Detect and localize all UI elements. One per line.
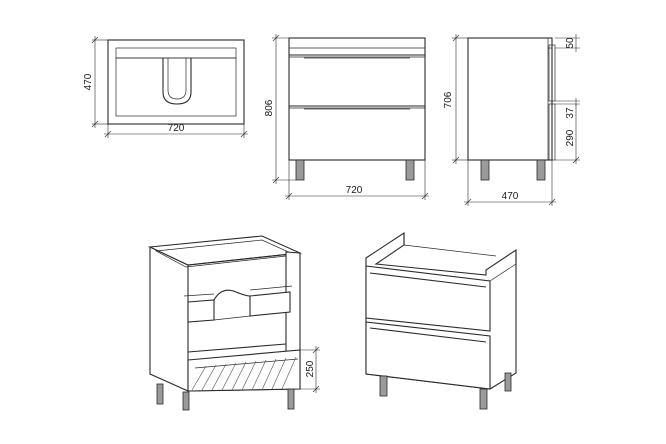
side-left-leg bbox=[480, 159, 490, 181]
iso-closed-top-drawer bbox=[365, 265, 491, 332]
top-view-siphon-cutout-inner bbox=[167, 58, 187, 100]
side-view: 706 470 50 37 290 bbox=[443, 34, 580, 206]
iso-open-upper-drawer-right bbox=[249, 291, 291, 317]
top-view-siphon-cutout bbox=[162, 58, 192, 105]
top-view-inner-opening bbox=[115, 57, 237, 117]
iso-closed-cabinet bbox=[365, 231, 517, 410]
top-view-back-rail bbox=[115, 47, 237, 59]
front-view: 806 720 bbox=[264, 34, 429, 200]
side-view-outline bbox=[467, 37, 553, 161]
side-top-gap-label: 50 bbox=[565, 37, 576, 49]
front-width-label: 720 bbox=[346, 185, 363, 196]
iso-open-leg-2 bbox=[182, 391, 190, 411]
side-right-leg bbox=[536, 159, 546, 181]
top-width-label: 720 bbox=[168, 123, 185, 134]
iso-closed-bottom-drawer-handle bbox=[369, 327, 487, 343]
iso-closed-leg-1 bbox=[379, 375, 388, 397]
side-depth-label: 470 bbox=[502, 191, 519, 202]
iso-open-bottom-drawer-hatch bbox=[191, 356, 297, 391]
iso-open-leg-3 bbox=[287, 388, 295, 410]
iso-open-upper-drawer-left bbox=[187, 299, 215, 323]
iso-open-siphon-cutout bbox=[213, 289, 251, 301]
iso-closed-top-drawer-handle bbox=[369, 272, 487, 288]
iso-open-leg-1 bbox=[156, 383, 164, 405]
iso-open-cabinet: 250 bbox=[147, 235, 320, 411]
side-drawer-gap-label: 37 bbox=[565, 107, 576, 119]
side-lower-height-label: 290 bbox=[565, 129, 576, 146]
front-view-outline bbox=[288, 37, 426, 161]
iso-open-left-panel bbox=[149, 246, 189, 392]
iso-closed-leg-2 bbox=[479, 388, 488, 410]
iso-closed-leg-3 bbox=[504, 372, 512, 392]
front-height-label: 806 bbox=[264, 99, 275, 116]
front-right-leg bbox=[405, 159, 415, 181]
top-view-outline bbox=[107, 39, 245, 125]
iso-drawer-height-label: 250 bbox=[305, 360, 316, 377]
top-view: 720 470 bbox=[83, 36, 248, 138]
side-top-drawer-front bbox=[548, 44, 556, 102]
front-left-leg bbox=[295, 159, 305, 181]
side-height-label: 706 bbox=[443, 91, 454, 108]
top-depth-label: 470 bbox=[83, 73, 94, 90]
